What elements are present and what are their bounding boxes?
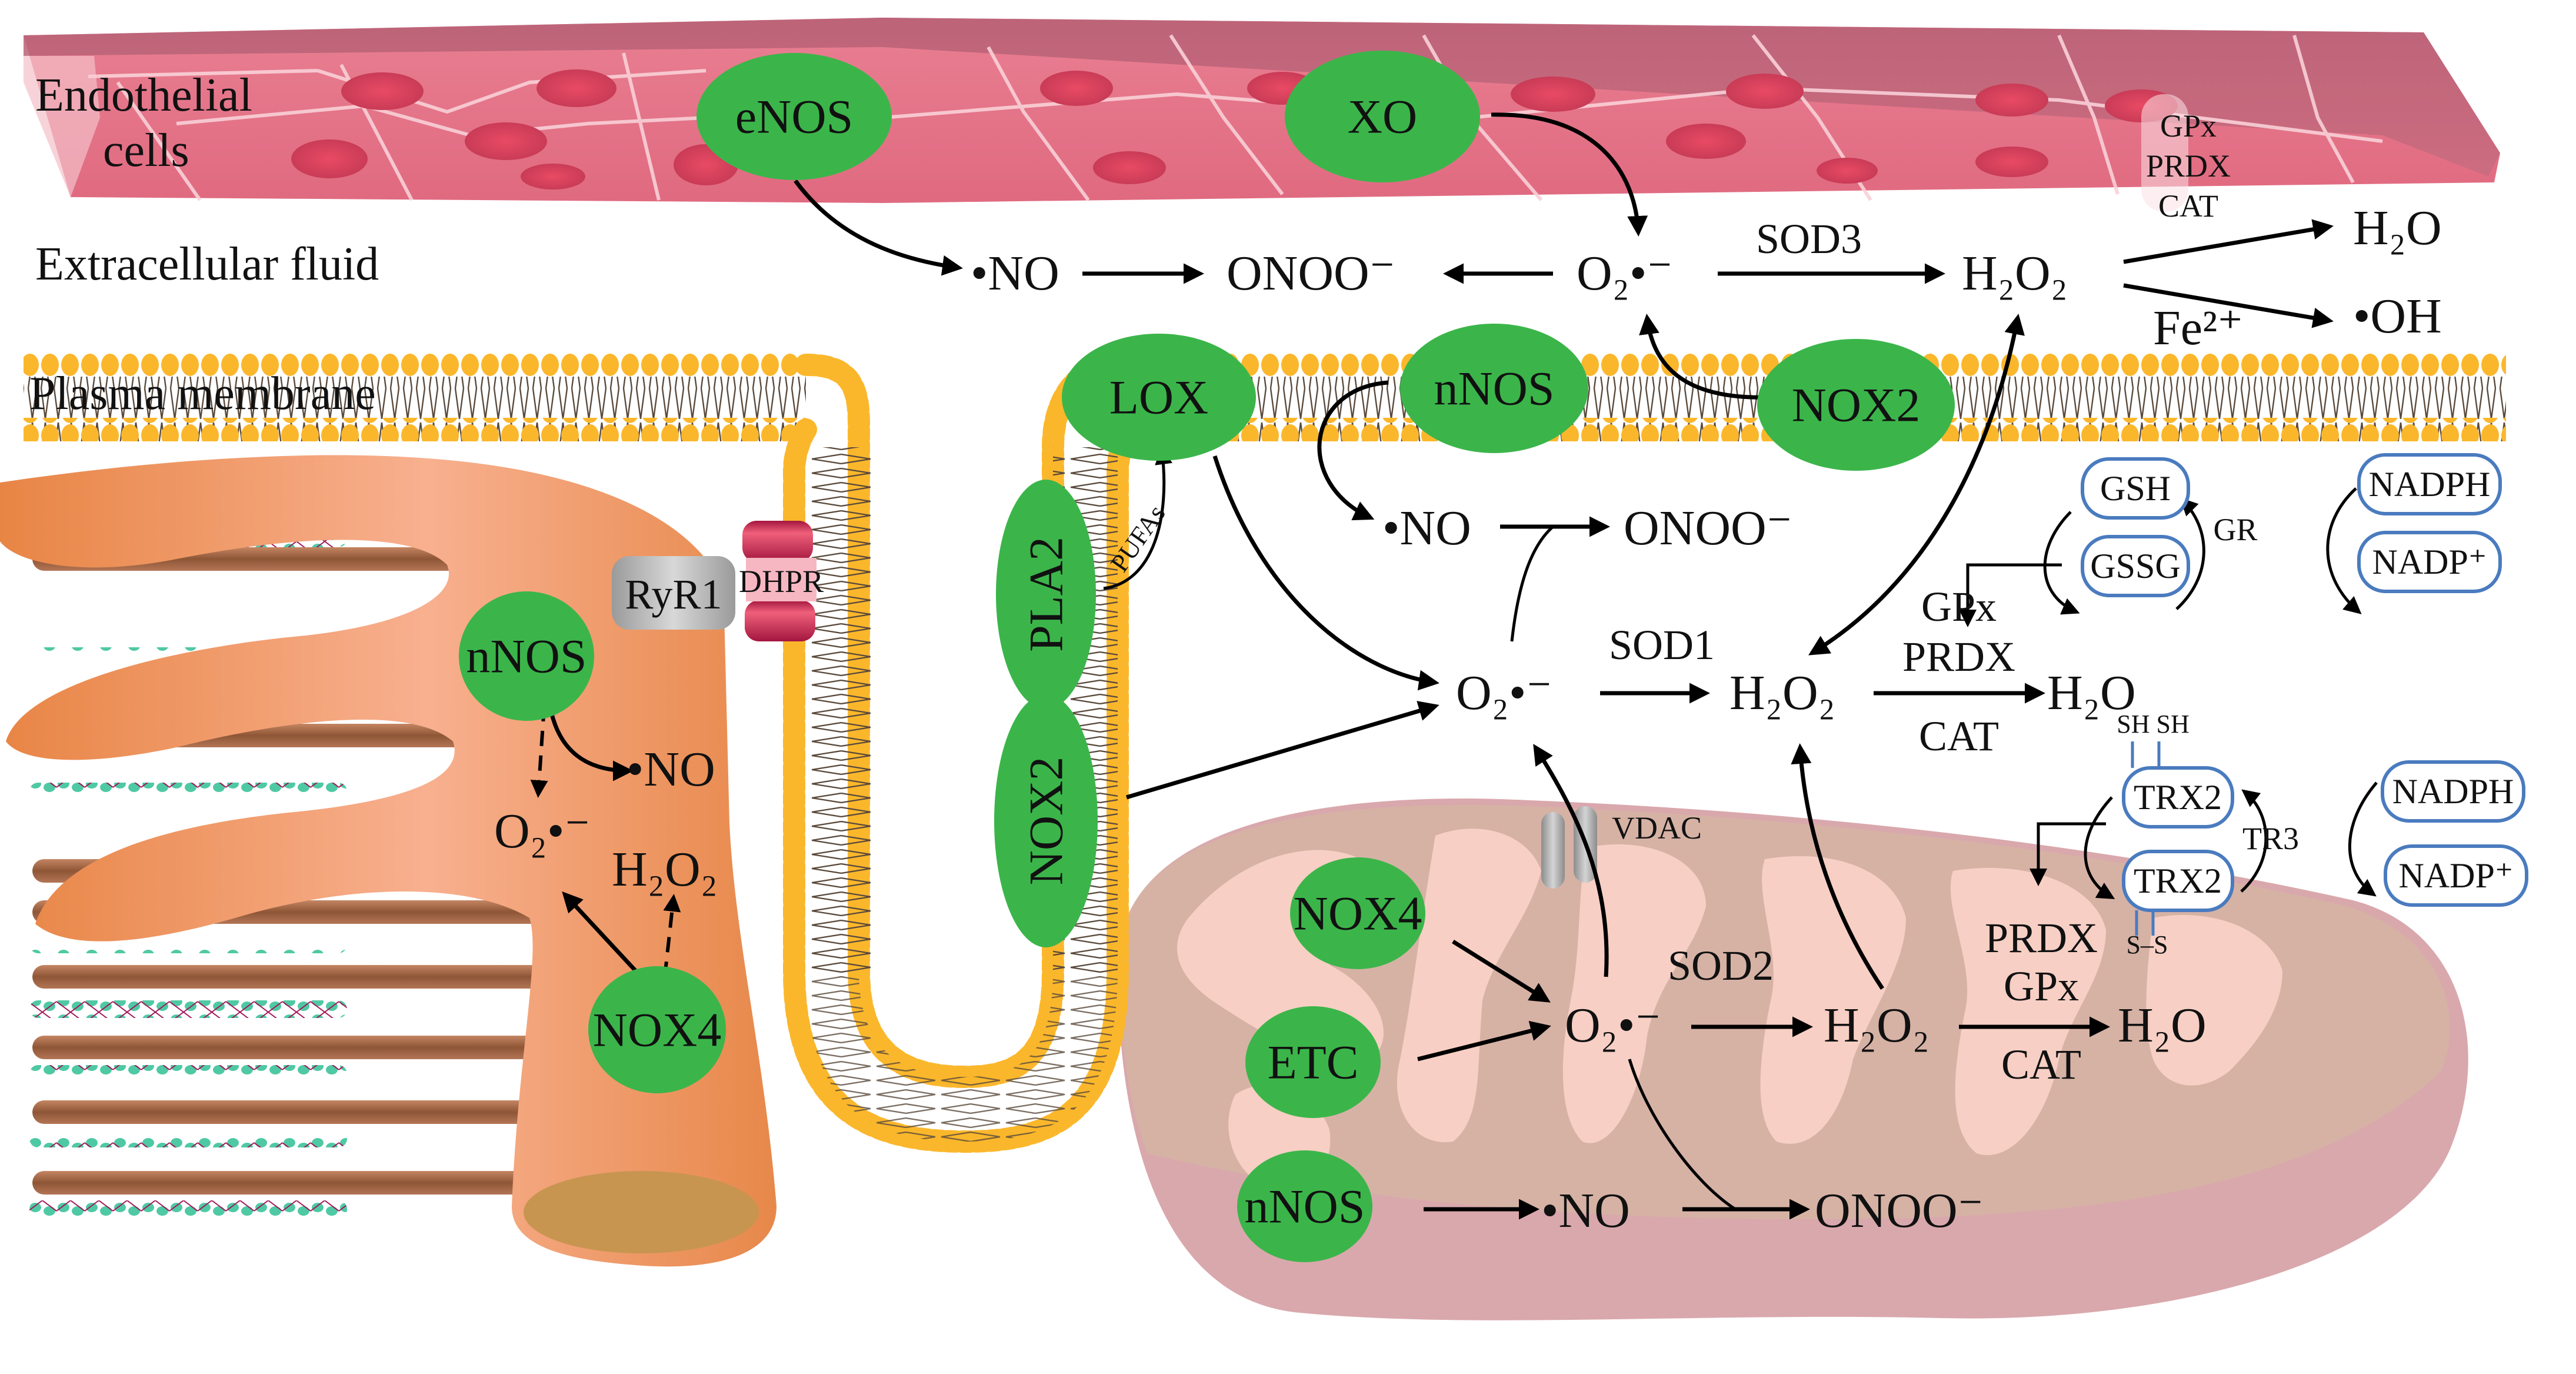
cyto-cat: CAT [1919, 713, 1999, 760]
ec-h2o: H₂O [2353, 201, 2442, 255]
trx2-oxidized-pill [2122, 850, 2234, 912]
pla2-label: PLA2 [1019, 537, 1073, 652]
sh-label: SH SH [2117, 710, 2190, 738]
mito-gpx: GPx [2004, 963, 2079, 1010]
gsh-label: GSH [2100, 469, 2171, 508]
ec-no: •NO [971, 246, 1059, 301]
enzyme-lox: LOX [1062, 334, 1256, 461]
trx2-reduced-pill [2122, 766, 2234, 829]
endothelial-layer [24, 18, 2500, 212]
enzyme-pla2: PLA2 [996, 480, 1096, 709]
ec-gpx: GPx [2160, 108, 2217, 144]
tr3-label: TR3 [2242, 821, 2299, 856]
trx2-oxidized-label: TRX2 [2134, 861, 2222, 900]
cyto-onoo: ONOO⁻ [1624, 501, 1792, 555]
endothelial-label-line2: cells [103, 125, 189, 177]
ec-sod3: SOD3 [1756, 215, 1862, 262]
gsh-pill [2081, 457, 2190, 520]
dhpr-channel: DHPR [739, 521, 824, 641]
mito-h2o2: H₂O₂ [1824, 998, 1929, 1053]
xo-label: XO [1348, 90, 1417, 144]
etc-label: ETC [1268, 1036, 1359, 1089]
ec-superoxide: O₂•⁻ [1577, 246, 1673, 301]
extracellular-label: Extracellular fluid [35, 238, 379, 290]
nox2-membrane-label: NOX2 [1792, 378, 1921, 432]
enzyme-nox2-vertical: NOX2 [994, 694, 1098, 947]
mito-superoxide: O₂•⁻ [1565, 998, 1661, 1053]
mito-prdx: PRDX [1985, 914, 2098, 962]
cyto-prdx: PRDX [1902, 633, 2015, 680]
mito-no: •NO [1541, 1183, 1630, 1238]
cyto-h2o2: H₂O₂ [1729, 666, 1835, 720]
endothelial-label-line1: Endothelial [35, 69, 252, 121]
ec-onoo: ONOO⁻ [1227, 246, 1395, 301]
nnos-sr-label: nNOS [466, 630, 586, 683]
mito-sod2: SOD2 [1668, 942, 1774, 989]
mito-h2o: H₂O [2118, 998, 2207, 1053]
gssg-pill [2081, 535, 2190, 597]
cyto-superoxide: O₂•⁻ [1456, 666, 1552, 720]
enzyme-nnos-mito: nNOS [1237, 1150, 1372, 1262]
enos-label: eNOS [735, 90, 853, 144]
cyto-gpx: GPx [1921, 583, 1997, 630]
mitochondrion [1118, 799, 2468, 1320]
glutathione-cycle: GSH GSSG GR NADPH NADP⁺ [2081, 453, 2502, 597]
nox4-sr-label: NOX4 [593, 1003, 722, 1057]
ryr1-label: RyR1 [625, 571, 722, 618]
gssg-label: GSSG [2090, 547, 2180, 585]
enzyme-nox2-membrane: NOX2 [1757, 339, 1955, 471]
nadp-label-2: NADP⁺ [2398, 856, 2513, 895]
lox-label: LOX [1109, 371, 1209, 424]
nadp-label-1: NADP⁺ [2372, 543, 2487, 581]
sr-no: •NO [626, 742, 715, 797]
nnos-mito-label: nNOS [1244, 1180, 1365, 1233]
nadph-pill-2 [2381, 760, 2525, 823]
mito-cat: CAT [2001, 1041, 2081, 1088]
ec-fe: Fe²⁺ [2153, 301, 2244, 355]
enzyme-enos: eNOS [697, 53, 892, 180]
plasma-membrane-label: Plasma membrane [29, 368, 376, 420]
ec-oh: •OH [2353, 289, 2442, 344]
sr-superoxide: O₂•⁻ [494, 804, 591, 859]
nadph-pill-1 [2357, 453, 2502, 515]
ss-label: S–S [2127, 930, 2168, 959]
nadp-pill-1 [2357, 531, 2502, 593]
enzyme-nnos-sr: nNOS [459, 591, 594, 721]
enzyme-xo: XO [1285, 51, 1480, 182]
arrows [530, 112, 2378, 1220]
trx2-reduced-label: TRX2 [2134, 778, 2222, 817]
mito-onoo: ONOO⁻ [1815, 1183, 1984, 1238]
ryr1-channel: RyR1 [612, 556, 735, 630]
nadph-label-2: NADPH [2392, 772, 2514, 811]
enzyme-nox4-mito: NOX4 [1290, 857, 1425, 969]
enzyme-nnos-membrane: nNOS [1400, 324, 1588, 453]
sr-h2o2: H₂O₂ [612, 842, 718, 897]
nadph-label-1: NADPH [2369, 465, 2491, 504]
cyto-sod1: SOD1 [1609, 621, 1715, 668]
nnos-membrane-label: nNOS [1434, 362, 1554, 415]
dhpr-label: DHPR [739, 564, 824, 599]
enzyme-etc: ETC [1245, 1006, 1381, 1118]
ec-cat: CAT [2158, 188, 2218, 224]
cyto-h2o: H₂O [2047, 666, 2136, 720]
cyto-no: •NO [1382, 501, 1471, 555]
nox4-mito-label: NOX4 [1294, 887, 1422, 940]
nadp-pill-2 [2384, 844, 2528, 907]
enzyme-nox4-sr: NOX4 [588, 966, 726, 1093]
vdac-label: VDAC [1612, 810, 1702, 846]
ec-prdx: PRDX [2146, 148, 2231, 184]
gr-label: GR [2213, 512, 2257, 547]
nox2-vertical-label: NOX2 [1019, 757, 1073, 886]
thioredoxin-cycle: SH SH TRX2 TRX2 S–S TR3 NADPH NADP⁺ [2117, 710, 2528, 959]
ec-h2o2: H₂O₂ [1962, 246, 2068, 301]
